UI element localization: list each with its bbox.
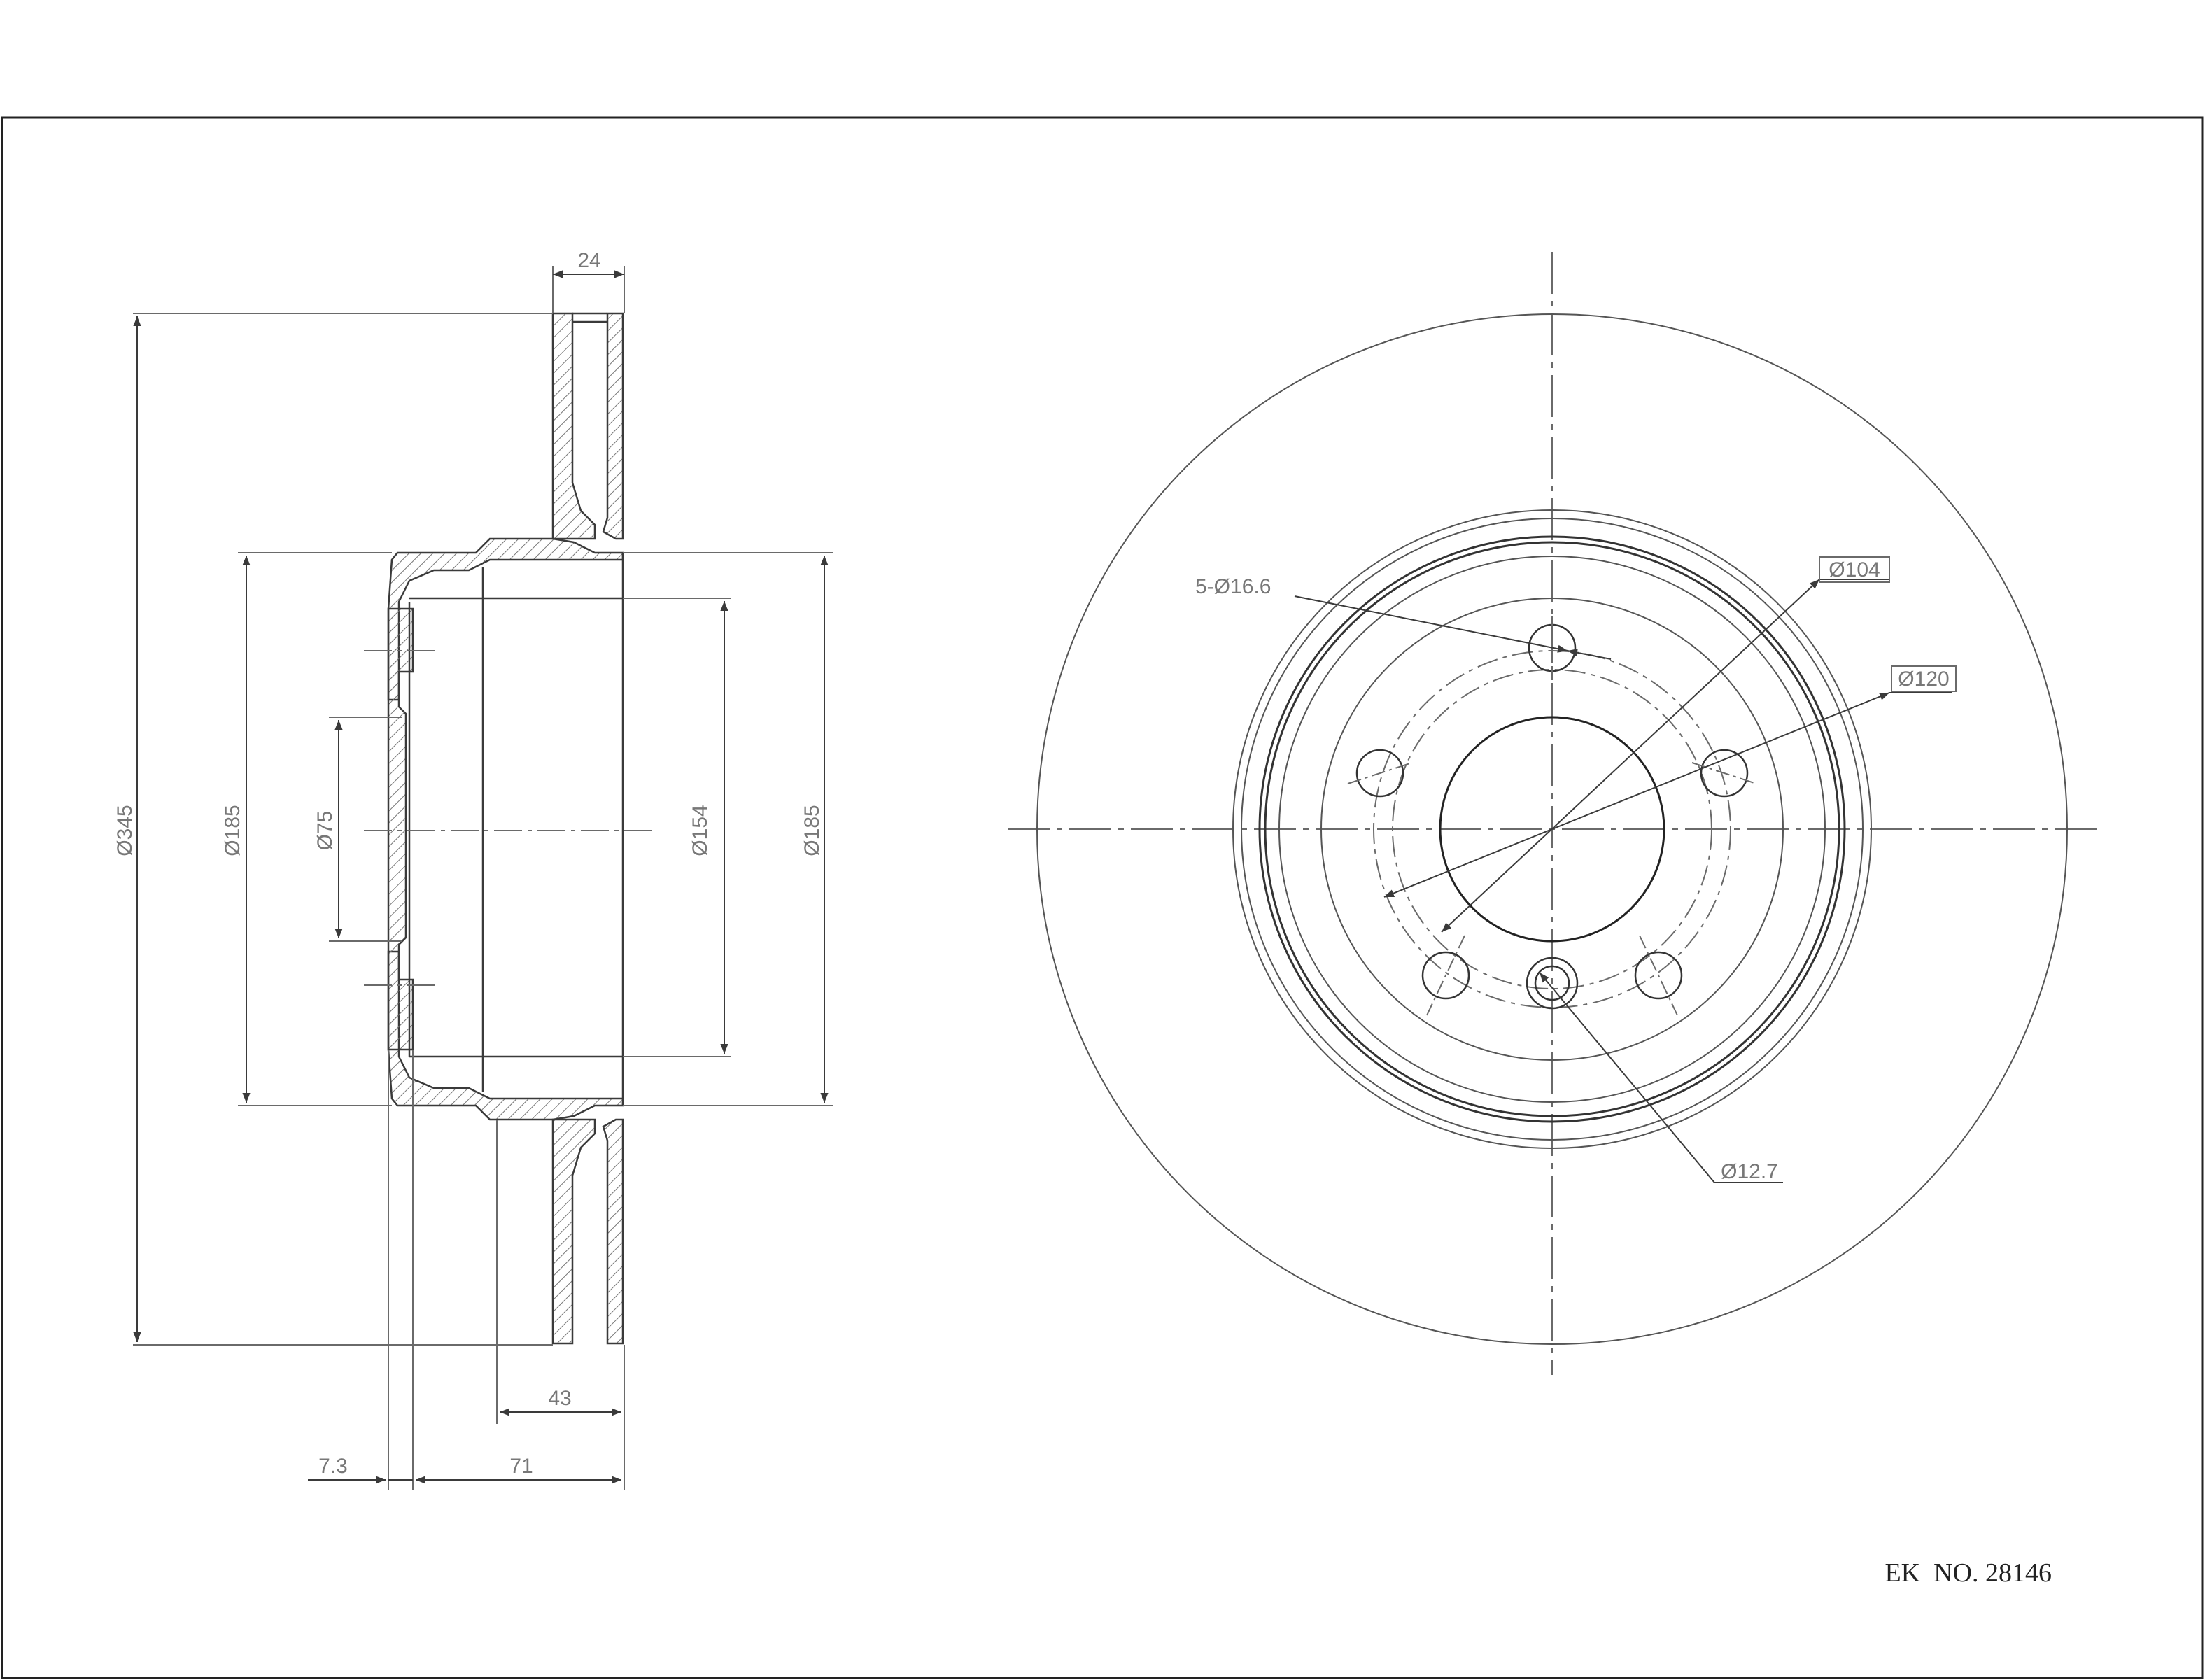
leader-bolt-circle (1441, 579, 1820, 933)
lower-inner-plate (602, 1118, 624, 1345)
front-view (1008, 252, 2099, 1375)
drawing-frame (1, 116, 2204, 1679)
front-leaders (1294, 579, 1952, 1183)
locator-hole-inner (1534, 965, 1570, 1001)
dim-hub-offset: 7.3 (318, 1455, 348, 1478)
front-centerlines (1008, 252, 2099, 1375)
side-centerlines (364, 650, 658, 986)
dim-thickness: 24 (577, 249, 600, 272)
side-extension-lines (133, 266, 833, 1490)
dim-bolt-circle: Ø104 (1829, 558, 1880, 581)
bolt-circle-box (1819, 556, 1890, 583)
side-dimension-lines (133, 270, 829, 1484)
pilot-circle-box (1891, 665, 1957, 692)
dim-hub-diameter-left: Ø185 (221, 805, 244, 856)
dim-locator-hole: Ø12.7 (1721, 1160, 1778, 1183)
side-section-view (387, 312, 624, 1345)
upper-outer-plate (551, 312, 596, 540)
upper-inner-plate (602, 312, 624, 540)
dim-hat-depth: 43 (548, 1387, 571, 1410)
locator-hole-outer (1526, 957, 1579, 1010)
upper-vane-gap (572, 312, 607, 323)
dim-bolt-holes: 5-Ø16.6 (1195, 575, 1271, 598)
leader-pilot-circle (1383, 692, 1890, 898)
part-number: EK NO. 28146 (1885, 1558, 2052, 1588)
disc-outer-edge (1036, 313, 2068, 1345)
dim-pilot-circle: Ø120 (1898, 668, 1949, 691)
dim-center-bore: Ø75 (314, 811, 337, 851)
dim-overall-height: 71 (509, 1455, 533, 1478)
bolt-hole-3 (1634, 951, 1683, 1000)
bolt-hole-4 (1421, 951, 1470, 1000)
dim-hub-diameter-right: Ø185 (801, 805, 824, 856)
upper-hat-wall (387, 537, 624, 701)
lower-outer-plate (551, 1118, 596, 1345)
lower-hat-wall (387, 950, 624, 1121)
dim-inner-diameter: Ø154 (689, 805, 712, 856)
leader-locator (1539, 972, 1715, 1183)
dim-outer-diameter: Ø345 (113, 805, 136, 856)
